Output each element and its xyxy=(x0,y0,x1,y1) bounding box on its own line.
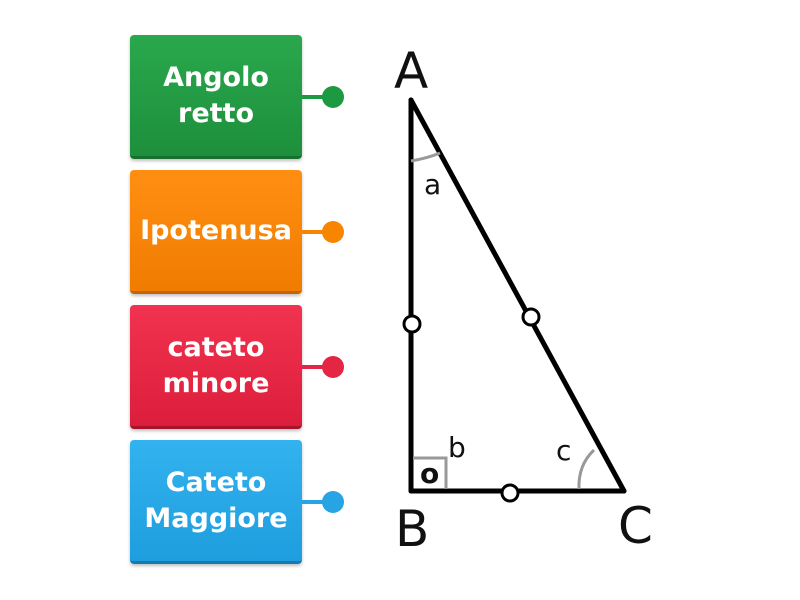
connector-line xyxy=(302,500,332,504)
vertex-label-a: A xyxy=(394,42,428,100)
connector-dot-icon[interactable] xyxy=(322,221,344,243)
connector-handle-4[interactable] xyxy=(302,491,344,513)
vertex-label-c: C xyxy=(618,497,653,555)
connector-dot-icon[interactable] xyxy=(322,356,344,378)
connector-line xyxy=(302,365,332,369)
target-dot-side-ab[interactable] xyxy=(402,314,422,334)
card-label: Cateto Maggiore xyxy=(144,466,288,534)
card-cateto-maggiore[interactable]: Cateto Maggiore xyxy=(130,440,302,564)
connector-dot-icon[interactable] xyxy=(322,491,344,513)
right-angle-label[interactable]: o xyxy=(420,457,439,490)
side-ac xyxy=(408,97,627,494)
card-label: cateto minore xyxy=(162,331,270,399)
target-dot-side-bc[interactable] xyxy=(500,483,520,503)
card-angolo-retto[interactable]: Angolo retto xyxy=(130,35,302,159)
angle-arc-c xyxy=(577,448,596,490)
card-ipotenusa[interactable]: Ipotenusa xyxy=(130,170,302,294)
angle-label-b: b xyxy=(448,431,466,464)
target-dot-side-ac[interactable] xyxy=(521,307,541,327)
vertex-label-b: B xyxy=(395,500,429,558)
card-label: Angolo retto xyxy=(163,61,269,129)
connector-dot-icon[interactable] xyxy=(322,86,344,108)
angle-label-c: c xyxy=(556,434,571,467)
connector-handle-2[interactable] xyxy=(302,221,344,243)
connector-line xyxy=(302,95,332,99)
angle-arc-a xyxy=(410,151,441,163)
connector-line xyxy=(302,230,332,234)
angle-label-a: a xyxy=(424,168,441,201)
connector-handle-1[interactable] xyxy=(302,86,344,108)
card-cateto-minore[interactable]: cateto minore xyxy=(130,305,302,429)
right-angle-mark xyxy=(413,456,448,489)
connector-handle-3[interactable] xyxy=(302,356,344,378)
card-label: Ipotenusa xyxy=(140,214,292,246)
